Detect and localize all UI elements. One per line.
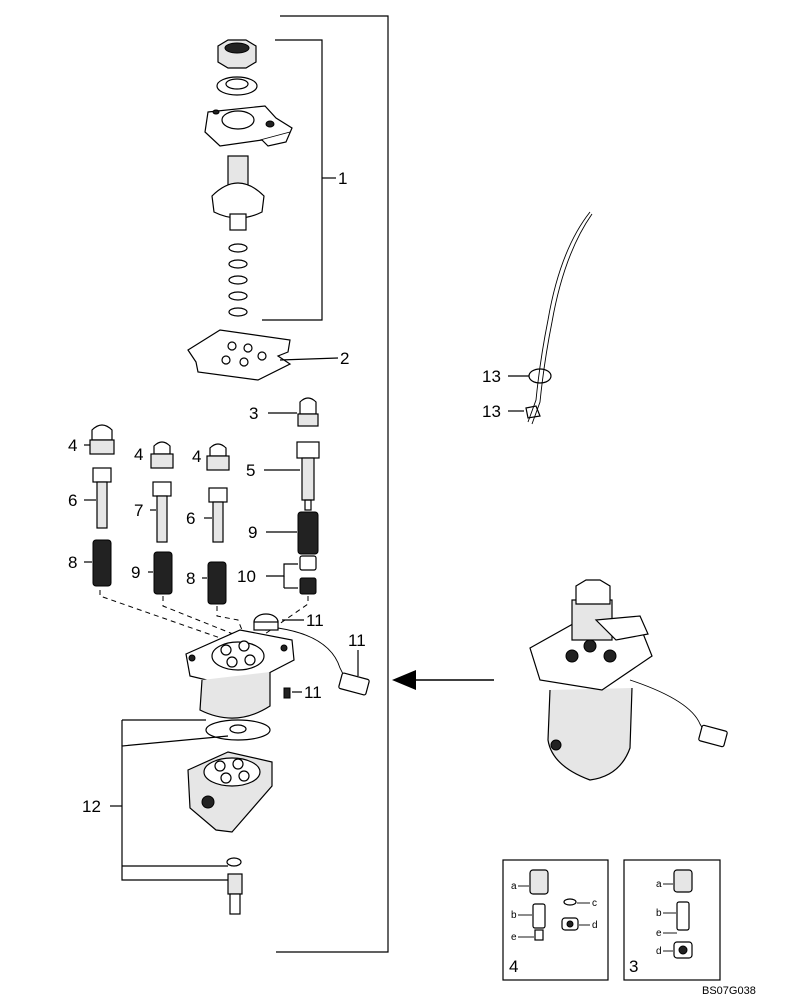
lever-plate [204, 105, 293, 147]
callout-10: 10 [237, 567, 256, 586]
callout-6-col3: 6 [186, 509, 195, 528]
callout-8-col3: 8 [186, 569, 195, 588]
callout-2: 2 [340, 349, 349, 368]
plug-3: 3 [249, 397, 319, 427]
callout-4-col2: 4 [134, 445, 143, 464]
detail-3-letter-e: e [656, 928, 662, 939]
spring-8-col3: 8 [186, 561, 227, 605]
detail-box-3: a b e d 3 [623, 859, 721, 981]
callout-13-ring: 13 [482, 367, 501, 386]
top-assembly-group-1: 1 [204, 39, 347, 321]
assembly-bracket [276, 15, 389, 953]
callout-3: 3 [249, 404, 258, 423]
spring-8-col1: 8 [68, 539, 112, 587]
direction-arrow [392, 670, 494, 690]
callout-4-col3: 4 [192, 447, 201, 466]
detail-4-letter-c: c [592, 898, 597, 909]
callout-11-sensor: 11 [306, 611, 324, 630]
o-ring-stack [228, 243, 248, 317]
callout-9-right: 9 [248, 523, 257, 542]
drawing-code: BS07G038 [702, 985, 756, 997]
detail-3-letter-b: b [656, 908, 662, 919]
callout-8-col1: 8 [68, 553, 77, 572]
assembly-lines [99, 590, 309, 641]
valve-body: 11 11 11 [185, 611, 370, 719]
detail-3-letter-d: d [656, 946, 662, 957]
detail-3-letter-a: a [656, 879, 662, 890]
plug-4-col3: 4 [192, 443, 230, 471]
gasket-plate-2: 2 [187, 329, 349, 381]
detail-4-letter-a: a [511, 881, 517, 892]
plunger-6-col3: 6 [186, 487, 228, 543]
detail-4-letter-d: d [592, 920, 598, 931]
plug-4-col1: 4 [68, 424, 115, 455]
callout-6-col1: 6 [68, 491, 77, 510]
callout-11-screw: 11 [304, 683, 322, 702]
washer [216, 76, 258, 96]
detail-4-id: 4 [509, 957, 518, 976]
lower-assembly-group-12: 12 [82, 719, 273, 915]
callout-11-connector: 11 [348, 631, 366, 650]
detail-4-letter-e: e [511, 932, 517, 943]
callout-1: 1 [338, 169, 347, 188]
hex-nut [217, 39, 257, 69]
detail-box-4: a b e c d 4 [502, 859, 609, 981]
seat-10: 10 [237, 555, 317, 595]
assembled-valve-view [529, 579, 728, 781]
plunger-6-col1: 6 [68, 467, 112, 529]
detail-3-id: 3 [629, 957, 638, 976]
detail-4-letter-b: b [511, 910, 517, 921]
callout-13-clip: 13 [482, 402, 501, 421]
plunger-5: 5 [246, 441, 320, 511]
spring-9-col2: 9 [131, 551, 173, 595]
callout-5: 5 [246, 461, 255, 480]
pusher-body [211, 155, 265, 231]
callout-4-col1: 4 [68, 436, 77, 455]
plunger-7-col2: 7 [134, 481, 172, 543]
callout-7: 7 [134, 501, 143, 520]
callout-9-col2: 9 [131, 563, 140, 582]
spring-9-right: 9 [248, 511, 319, 555]
callout-12: 12 [82, 797, 101, 816]
cable-tie-13: 13 13 [482, 211, 593, 425]
plug-4-col2: 4 [134, 441, 174, 469]
